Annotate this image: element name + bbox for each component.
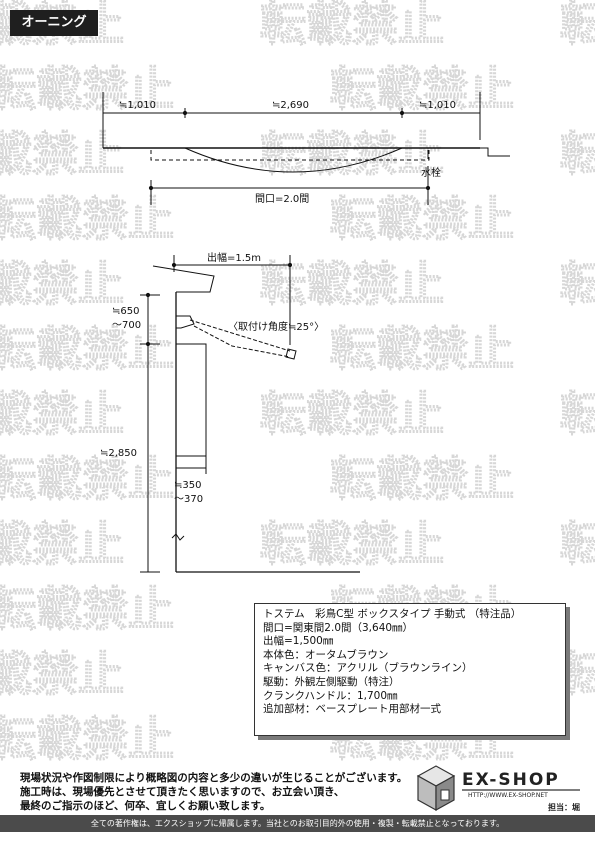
height-dim-label: ≒2,850 [100,448,137,459]
roof-eave [152,265,215,293]
brand-name: EX-SHOP [462,770,560,790]
projection-label: 出幅=1.5m [207,251,261,264]
faucet-label: 水栓 [421,166,441,179]
watermark-text: 転載禁止 [560,257,595,311]
spec-line: キャンバス色：アクリル（ブラウンライン） [263,662,473,675]
wall-step [480,147,510,157]
note-line: 最終のご指示のほど、何卒、宜しくお願い致します。 [20,800,271,812]
section-view [140,255,360,573]
watermark-text: 転載禁止 [560,127,595,181]
copyright-footer: 全ての著作権は、エクスショップに帰属します。当社とのお取引目的外の使用・複製・転… [0,815,595,832]
watermark-text: 転載禁止 [0,62,174,116]
note-line: 施工時は、現場優先とさせて頂きたく思いますので、お立会い頂き、 [20,786,345,798]
top-dim-label-1: ≒650 [112,306,139,317]
spec-line: トステム 彩鳥C型 ボックスタイプ 手動式 （特注品） [263,608,522,620]
watermark-text: 転載禁止 [330,62,514,116]
plan-dim-left: ≒1,010 [119,100,156,111]
watermark-text: 転載禁止 [260,0,444,51]
plan-dim-right: ≒1,010 [419,100,456,111]
watermark-text: 転載禁止 [330,452,514,506]
projection-arc [184,147,403,173]
awning-box-outline [150,147,430,161]
ex-shop-logo-icon [416,765,580,812]
h-dot-top [145,292,151,298]
spec-box: トステム 彩鳥C型 ボックスタイプ 手動式 （特注品） 間口=関東間2.0間（3… [254,603,566,736]
watermark-text: 転載禁止 [0,517,124,571]
spec-line: クランクハンドル：1,700㎜ [263,689,398,702]
person-in-charge: 担当：堀 [548,803,580,812]
opening-dot-right [425,185,431,191]
window-frame [175,343,207,457]
awning-arm-upper [189,319,291,352]
awning-box [175,315,195,329]
h-dot-mid [145,341,151,347]
watermark-text: 転載禁止 [260,517,444,571]
watermark-text: 転載禁止 [0,257,124,311]
watermark-text: 転載禁止 [560,0,595,51]
break-mark [171,533,185,541]
watermark-text: 転載禁止 [0,387,124,441]
spec-line: 本体色：オータムブラウン [263,648,389,661]
proj-dot-right [287,262,293,268]
watermark-text: 転載禁止 [0,582,174,636]
watermark-text: 転載禁止 [560,387,595,441]
spec-line: 出幅=1,500㎜ [263,635,334,648]
note-line: 現場状況や作図制限により概略図の内容と多少の違いが生じることがございます。 [20,772,408,784]
watermark-text: 転載禁止 [560,517,595,571]
watermark-text: 転載禁止 [0,452,174,506]
bottom-dim-label-2: ～370 [174,494,203,505]
watermark-text: 転載禁止 [0,322,174,376]
spec-line: 駆動：外観左側駆動（特注） [263,675,400,688]
front-bar [285,348,297,360]
spec-line: 追加部材：ベースプレート用部材一式 [263,703,441,716]
watermark-text: 転載禁止 [330,192,514,246]
angle-label: 〈取付け角度≒25°〉 [228,320,324,333]
watermark-text: 転載禁止 [0,192,174,246]
watermark-text: 転載禁止 [260,127,444,181]
watermark-text: 転載禁止 [0,647,124,701]
opening-dot-left [148,185,154,191]
dim-dot-1 [182,110,188,116]
plan-dim-center: ≒2,690 [272,100,309,111]
top-dim-label-2: ～700 [112,320,141,331]
dim-dot-2 [399,110,405,116]
watermark-text: 転載禁止 [260,387,444,441]
bottom-dim-label-1: ≒350 [174,480,201,491]
page-title: オーニング [10,10,98,36]
opening-label: 間口=2.0間 [255,193,309,205]
notes: 現場状況や作図制限により概略図の内容と多少の違いが生じることがございます。 施工… [20,771,410,813]
proj-dot-left [171,262,177,268]
plan-view [102,92,510,205]
watermark-text: 転載禁止 [330,322,514,376]
awning-arm-lower [193,325,291,358]
watermark-text: 転載禁止 [0,712,174,766]
brand-url: HTTP://WWW.EX-SHOP.NET [468,792,548,799]
spec-line: 間口=関東間2.0間（3,640㎜） [263,621,414,634]
